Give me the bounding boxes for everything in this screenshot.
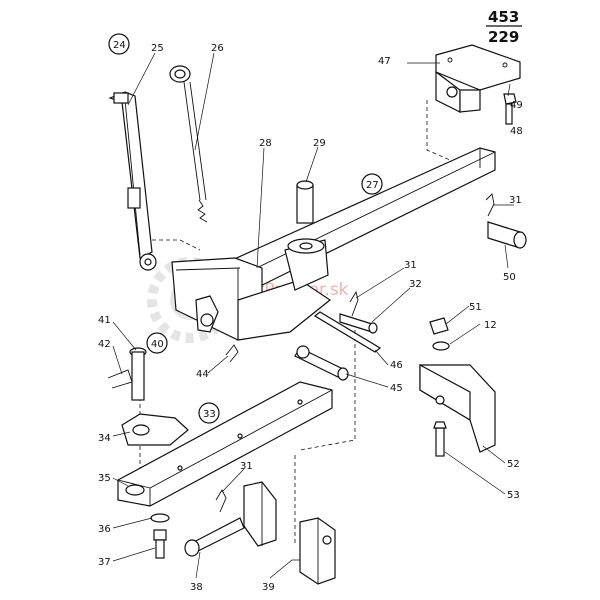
label-25: 25	[151, 43, 164, 54]
label-27: 27	[366, 180, 379, 191]
part-52-support	[419, 363, 496, 453]
callout-circle-40	[146, 332, 168, 354]
part-28-frame	[171, 257, 332, 341]
label-31-right: 31	[509, 195, 522, 206]
part-50-pin	[487, 221, 527, 249]
part-38-pin	[184, 517, 245, 557]
callout-circle-24	[108, 33, 130, 55]
label-41: 41	[98, 315, 111, 326]
label-53: 53	[507, 490, 520, 501]
label-34: 34	[98, 433, 111, 444]
callout-circle-27	[361, 173, 383, 195]
label-50: 50	[503, 272, 516, 283]
label-48: 48	[510, 126, 523, 137]
part-47-bracket	[435, 44, 521, 113]
label-35: 35	[98, 473, 111, 484]
part-51-nut	[429, 317, 449, 335]
label-26: 26	[211, 43, 224, 54]
guide-line-a	[152, 239, 201, 251]
page-number-top: 453	[488, 8, 519, 26]
part-41-pin	[129, 347, 147, 401]
label-47: 47	[378, 56, 391, 67]
part-32-pin	[339, 313, 378, 334]
part-31-cotter-b	[485, 193, 495, 217]
part-35-drawbar	[117, 381, 333, 507]
guide-line-d	[299, 330, 356, 451]
label-31-center: 31	[404, 260, 417, 271]
label-28: 28	[259, 138, 272, 149]
part-44-cotter	[225, 344, 239, 363]
part-53-bolt	[433, 421, 447, 457]
label-49: 49	[510, 100, 523, 111]
part-25-lift-rod	[108, 91, 157, 271]
guide-line-b	[426, 100, 451, 161]
part-39-clamp-upper	[243, 481, 277, 547]
label-46: 46	[390, 360, 403, 371]
part-26-link	[169, 65, 208, 223]
part-49-nut	[503, 93, 517, 105]
part-45-pin	[294, 345, 349, 381]
label-29: 29	[313, 138, 326, 149]
part-31-cotter-c	[215, 489, 227, 513]
part-46-pin	[313, 311, 382, 353]
callout-circle-33	[198, 402, 220, 424]
part-36-washer	[150, 513, 170, 523]
page-number-bottom: 229	[488, 28, 519, 46]
label-52: 52	[507, 459, 520, 470]
label-37: 37	[98, 557, 111, 568]
label-31-bottom: 31	[240, 461, 253, 472]
label-39: 39	[262, 582, 275, 593]
leader-lines	[112, 52, 514, 579]
label-38: 38	[190, 582, 203, 593]
label-33: 33	[203, 409, 216, 420]
label-44: 44	[196, 369, 209, 380]
label-12: 12	[484, 320, 497, 331]
part-29-pin-housing	[284, 180, 329, 291]
label-42: 42	[98, 339, 111, 350]
part-34-hook	[121, 413, 189, 446]
label-45: 45	[390, 383, 403, 394]
label-24: 24	[113, 40, 126, 51]
part-39-clamp-lower	[299, 517, 336, 585]
part-31-cotter-a	[349, 290, 359, 317]
label-40: 40	[151, 339, 164, 350]
part-37-bolt	[153, 529, 167, 559]
label-51: 51	[469, 302, 482, 313]
part-12-washer	[432, 341, 450, 351]
label-36: 36	[98, 524, 111, 535]
label-32: 32	[409, 279, 422, 290]
part-42-clip	[107, 369, 133, 389]
part-48-bolt	[505, 103, 513, 125]
